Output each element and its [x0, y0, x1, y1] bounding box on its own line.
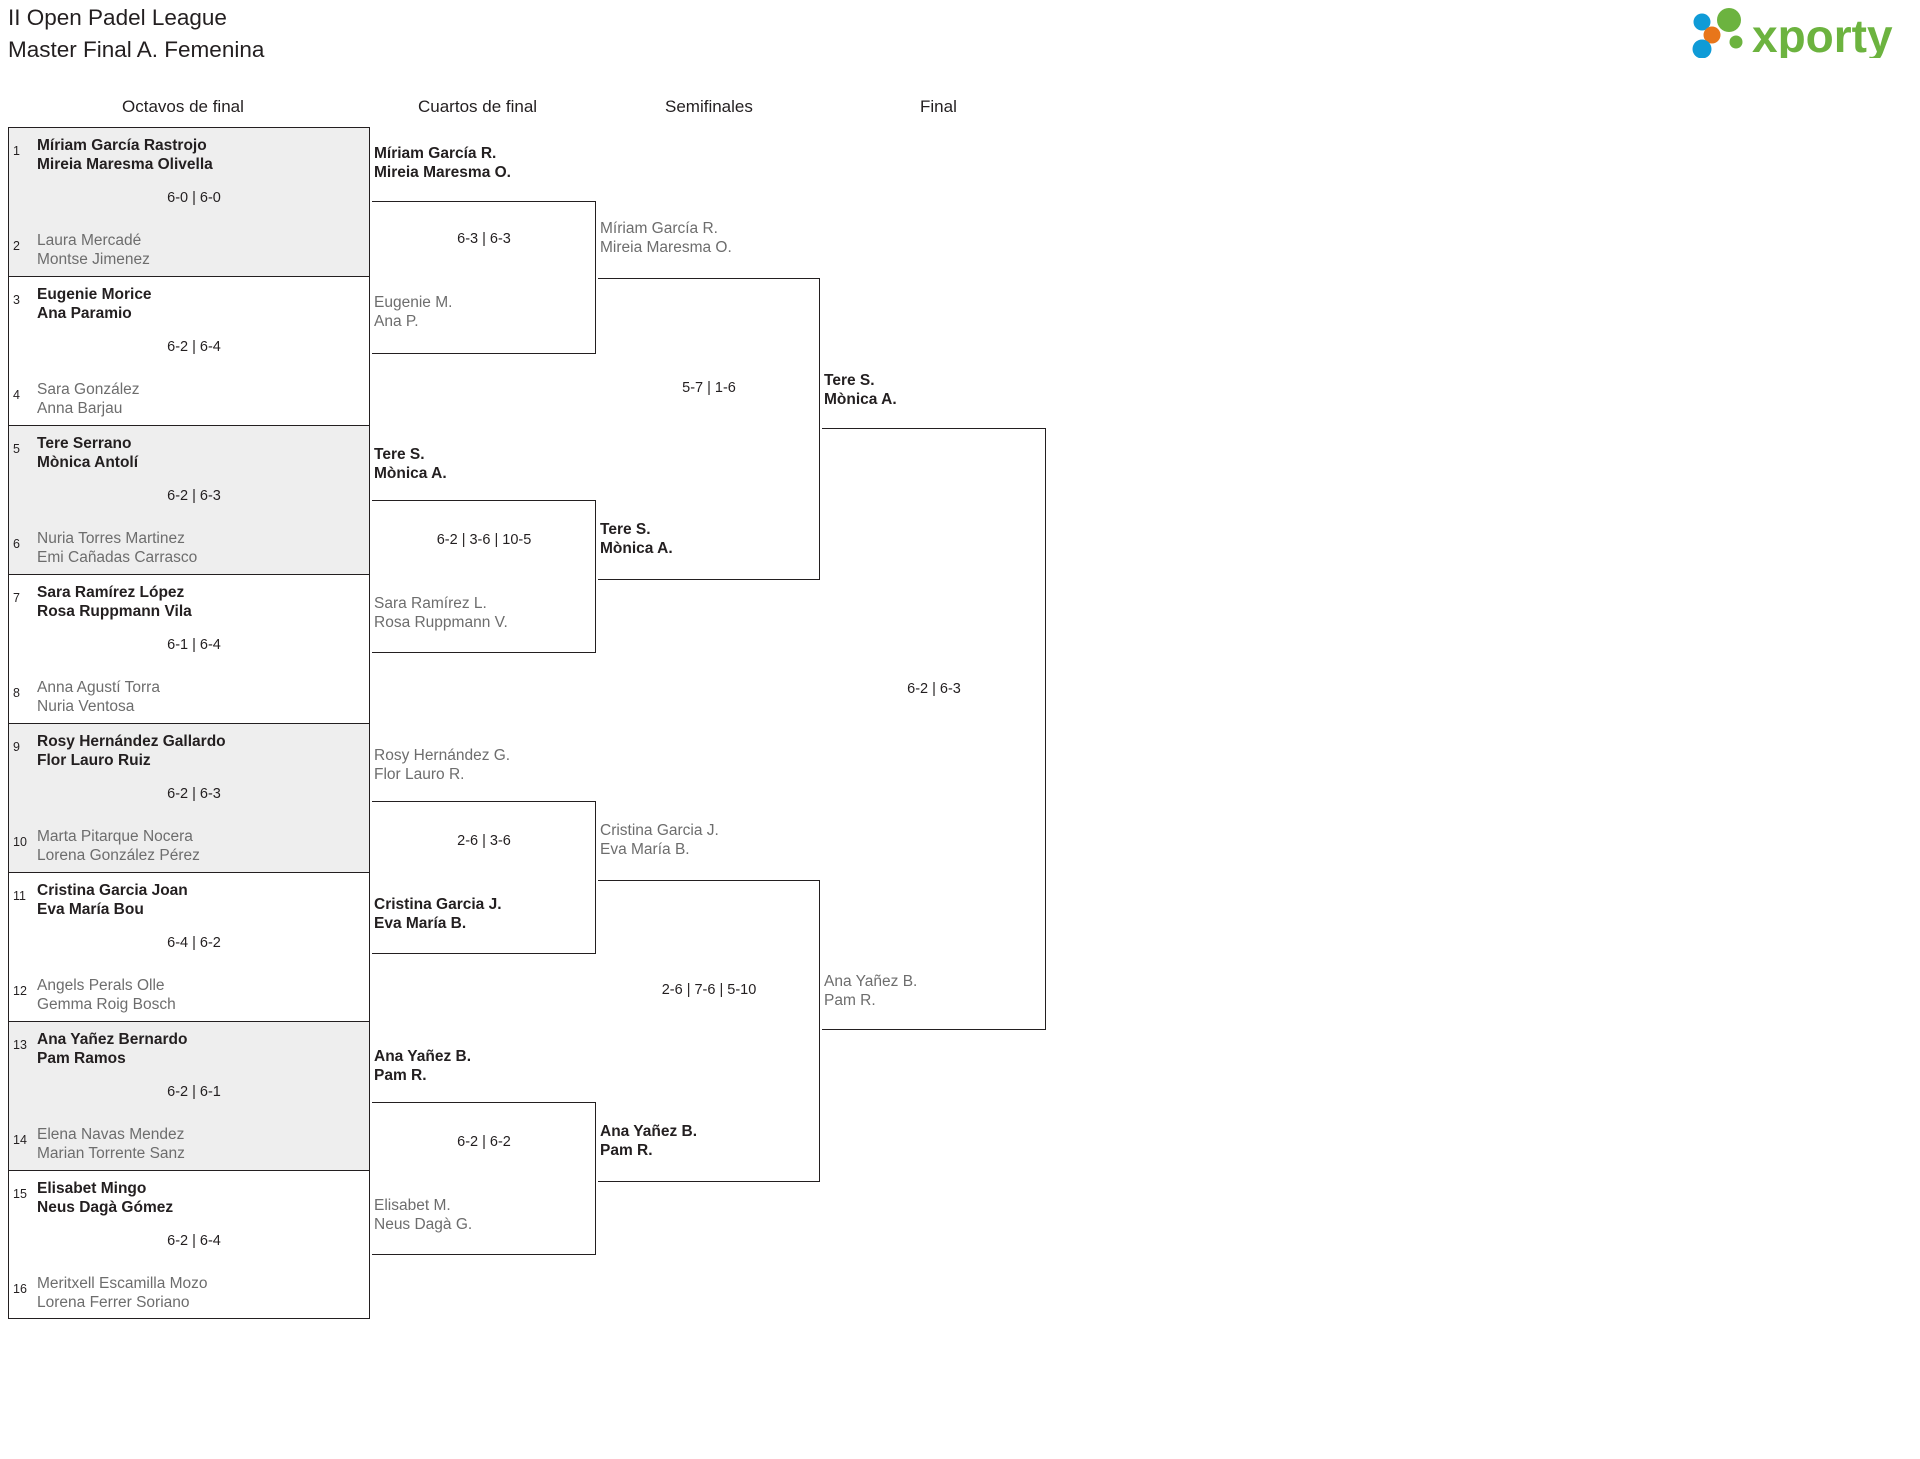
match-score-qf4: 6-2 | 6-2 [457, 1134, 511, 1150]
column-header-semifinales: Semifinales [665, 97, 753, 116]
connector-sf1 [598, 278, 820, 580]
match-score: 6-0 | 6-0 [167, 190, 221, 206]
page-title: II Open Padel League Master Final A. Fem… [8, 2, 264, 66]
connector-final [822, 428, 1046, 1030]
team-name: Marta Pitarque Nocera Lorena González Pé… [37, 828, 200, 864]
connector-qf1 [372, 201, 596, 354]
match-score: 6-2 | 6-4 [167, 339, 221, 355]
match-r1-4[interactable]: 7 Sara Ramírez López Rosa Ruppmann Vila … [8, 574, 370, 723]
team-name-sf2-top: Cristina Garcia J. Eva María B. [600, 822, 719, 858]
team-name-qf1-top: Míriam García R. Mireia Maresma O. [374, 145, 511, 181]
match-score: 6-4 | 6-2 [167, 935, 221, 951]
team-name: Sara González Anna Barjau [37, 381, 140, 417]
match-r1-6[interactable]: 11 Cristina Garcia Joan Eva María Bou 6-… [8, 872, 370, 1021]
column-header-final: Final [920, 97, 957, 116]
seed-number: 5 [13, 442, 20, 456]
seed-number: 4 [13, 388, 20, 402]
match-score-qf2: 6-2 | 3-6 | 10-5 [436, 532, 532, 548]
team-name-qf4-top: Ana Yañez B. Pam R. [374, 1048, 472, 1084]
team-name-qf3-top: Rosy Hernández G. Flor Lauro R. [374, 747, 511, 783]
seed-number: 11 [13, 889, 26, 903]
xporty-logo[interactable]: xporty [1684, 8, 1906, 58]
match-score: 6-2 | 6-4 [167, 1233, 221, 1249]
seed-number: 12 [13, 984, 27, 998]
team-name: Tere Serrano Mònica Antolí [37, 435, 139, 471]
match-r1-1[interactable]: 1 Míriam García Rastrojo Mireia Maresma … [8, 127, 370, 276]
team-name-sf1-bottom: Tere S. Mònica A. [600, 521, 673, 557]
tournament-category: Master Final A. Femenina [8, 37, 265, 62]
team-name: Meritxell Escamilla Mozo Lorena Ferrer S… [37, 1275, 208, 1311]
team-name: Sara Ramírez López Rosa Ruppmann Vila [37, 584, 192, 620]
team-name-qf2-top: Tere S. Mònica A. [374, 446, 447, 482]
seed-number: 1 [13, 144, 20, 158]
match-r1-8[interactable]: 15 Elisabet Mingo Neus Dagà Gómez 6-2 | … [8, 1170, 370, 1319]
team-name: Míriam García Rastrojo Mireia Maresma Ol… [37, 137, 213, 173]
match-score: 6-1 | 6-4 [167, 637, 221, 653]
team-name: Ana Yañez Bernardo Pam Ramos [37, 1031, 188, 1067]
match-r1-3[interactable]: 5 Tere Serrano Mònica Antolí 6-2 | 6-3 6… [8, 425, 370, 574]
connector-qf2 [372, 500, 596, 653]
team-name: Laura Mercadé Montse Jimenez [37, 232, 150, 268]
column-header-cuartos: Cuartos de final [418, 97, 538, 116]
seed-number: 2 [13, 239, 20, 253]
connector-qf3 [372, 801, 596, 954]
page-header: II Open Padel League Master Final A. Fem… [0, 0, 1920, 70]
match-score: 6-2 | 6-1 [167, 1084, 221, 1100]
connector-qf4 [372, 1102, 596, 1255]
match-r1-2[interactable]: 3 Eugenie Morice Ana Paramio 6-2 | 6-4 4… [8, 276, 370, 425]
match-score-final: 6-2 | 6-3 [907, 681, 961, 697]
team-name: Anna Agustí Torra Nuria Ventosa [37, 679, 160, 715]
connector-sf2 [598, 880, 820, 1182]
seed-number: 10 [13, 835, 27, 849]
team-name-qf3-bottom: Cristina Garcia J. Eva María B. [374, 896, 502, 932]
tournament-name: II Open Padel League [8, 5, 227, 30]
team-name-sf2-bottom: Ana Yañez B. Pam R. [600, 1123, 698, 1159]
seed-number: 6 [13, 537, 20, 551]
team-name: Elena Navas Mendez Marian Torrente Sanz [37, 1126, 185, 1162]
team-name: Eugenie Morice Ana Paramio [37, 286, 152, 322]
match-score: 6-2 | 6-3 [167, 488, 221, 504]
team-name: Angels Perals Olle Gemma Roig Bosch [37, 977, 176, 1013]
svg-text:xporty: xporty [1752, 10, 1893, 58]
match-score-qf1: 6-3 | 6-3 [457, 231, 511, 247]
seed-number: 7 [13, 591, 20, 605]
team-name: Cristina Garcia Joan Eva María Bou [37, 882, 188, 918]
seed-number: 15 [13, 1187, 27, 1201]
team-name-sf1-top: Míriam García R. Mireia Maresma O. [600, 220, 732, 256]
match-score: 6-2 | 6-3 [167, 786, 221, 802]
team-name-qf4-bottom: Elisabet M. Neus Dagà G. [374, 1197, 473, 1233]
seed-number: 13 [13, 1038, 27, 1052]
match-r1-5[interactable]: 9 Rosy Hernández Gallardo Flor Lauro Rui… [8, 723, 370, 872]
team-name: Rosy Hernández Gallardo Flor Lauro Ruiz [37, 733, 226, 769]
seed-number: 3 [13, 293, 20, 307]
match-r1-7[interactable]: 13 Ana Yañez Bernardo Pam Ramos 6-2 | 6-… [8, 1021, 370, 1170]
seed-number: 16 [13, 1282, 27, 1296]
team-name-qf1-bottom: Eugenie M. Ana P. [374, 294, 453, 330]
seed-number: 8 [13, 686, 20, 700]
column-header-octavos: Octavos de final [122, 97, 244, 116]
seed-number: 9 [13, 740, 20, 754]
seed-number: 14 [13, 1133, 27, 1147]
match-score-sf2: 2-6 | 7-6 | 5-10 [661, 982, 757, 998]
team-name-qf2-bottom: Sara Ramírez L. Rosa Ruppmann V. [374, 595, 508, 631]
team-name: Elisabet Mingo Neus Dagà Gómez [37, 1180, 174, 1216]
team-name: Nuria Torres Martinez Emi Cañadas Carras… [37, 530, 198, 566]
team-name-final-top: Tere S. Mònica A. [824, 372, 897, 408]
match-score-qf3: 2-6 | 3-6 [457, 833, 511, 849]
team-name-final-bottom: Ana Yañez B. Pam R. [824, 973, 918, 1009]
match-score-sf1: 5-7 | 1-6 [682, 380, 736, 396]
